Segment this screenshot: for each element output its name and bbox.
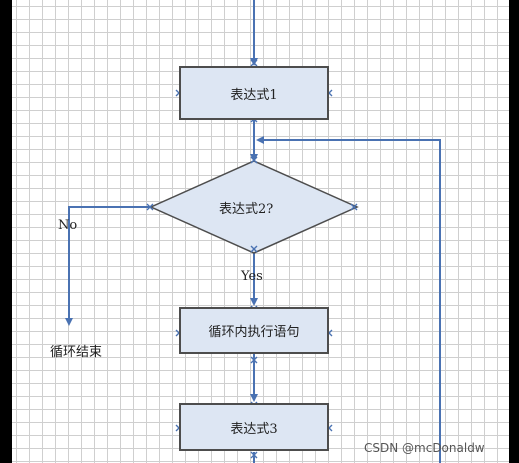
arrow-loop-back <box>256 136 441 463</box>
arrow-condition-no-to-end <box>65 206 150 326</box>
watermark: CSDN @mcDonaldw <box>364 441 485 455</box>
connection-point-icon <box>250 451 258 459</box>
connection-point-icon <box>146 203 154 211</box>
connection-point-icon <box>250 59 258 67</box>
node-expr3-label: 表达式3 <box>230 421 278 437</box>
node-expr3[interactable]: 表达式3 <box>179 403 329 451</box>
connection-point-icon <box>350 203 358 211</box>
node-expr1[interactable]: 表达式1 <box>179 66 329 120</box>
edge-label-no: No <box>58 218 78 233</box>
node-expr1-label: 表达式1 <box>230 87 278 103</box>
connection-point-icon <box>250 245 258 253</box>
node-loop-end-label: 循环结束 <box>50 345 103 360</box>
node-condition-label: 表达式2? <box>219 202 274 217</box>
condition-diamond <box>149 160 359 254</box>
node-loop-body-label: 循环内执行语句 <box>208 325 300 340</box>
edge-label-yes: Yes <box>241 269 263 284</box>
connection-point-icon <box>250 356 258 364</box>
node-loop-body[interactable]: 循环内执行语句 <box>179 307 329 354</box>
connection-point-icon <box>250 156 258 164</box>
